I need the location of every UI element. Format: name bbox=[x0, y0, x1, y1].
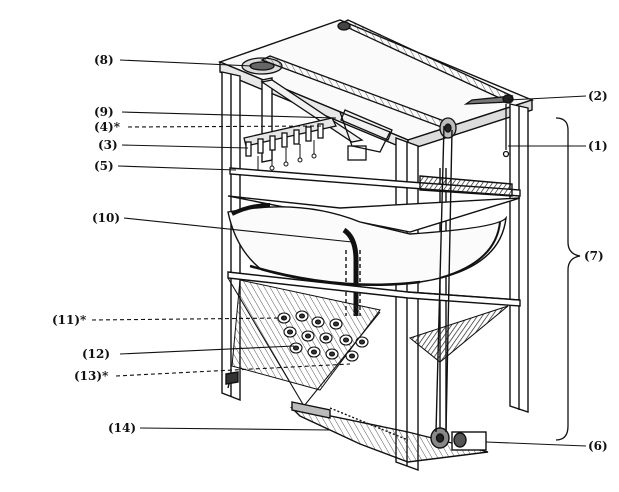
label-14: (14) bbox=[108, 421, 136, 435]
label-7: (7) bbox=[584, 249, 604, 263]
label-4: (4)* bbox=[94, 120, 121, 134]
label-2: (2) bbox=[588, 89, 608, 103]
label-8: (8) bbox=[94, 53, 114, 67]
base bbox=[225, 125, 489, 463]
sample-bottles bbox=[227, 277, 509, 407]
label-12: (12) bbox=[82, 347, 110, 361]
label-9: (9) bbox=[94, 105, 114, 119]
leader-lines bbox=[91, 59, 587, 447]
label-6: (6) bbox=[588, 439, 608, 453]
brace-7 bbox=[555, 117, 581, 441]
label-11: (11)* bbox=[52, 313, 87, 327]
label-1: (1) bbox=[588, 139, 608, 153]
upper-shelf bbox=[229, 167, 521, 197]
callout-labels: (8) (9) (4)* (3) (5) (10) (11)* (12) (13… bbox=[52, 53, 608, 453]
label-3: (3) bbox=[98, 138, 118, 152]
chute-block bbox=[347, 145, 367, 161]
label-5: (5) bbox=[94, 159, 114, 173]
collection-dish bbox=[227, 195, 521, 316]
label-10: (10) bbox=[92, 211, 120, 225]
label-13: (13)* bbox=[74, 369, 109, 383]
nozzle-row bbox=[245, 123, 324, 157]
nozzle-bar bbox=[243, 117, 337, 147]
top-mechanism bbox=[241, 19, 514, 175]
drain-stream bbox=[342, 227, 359, 316]
